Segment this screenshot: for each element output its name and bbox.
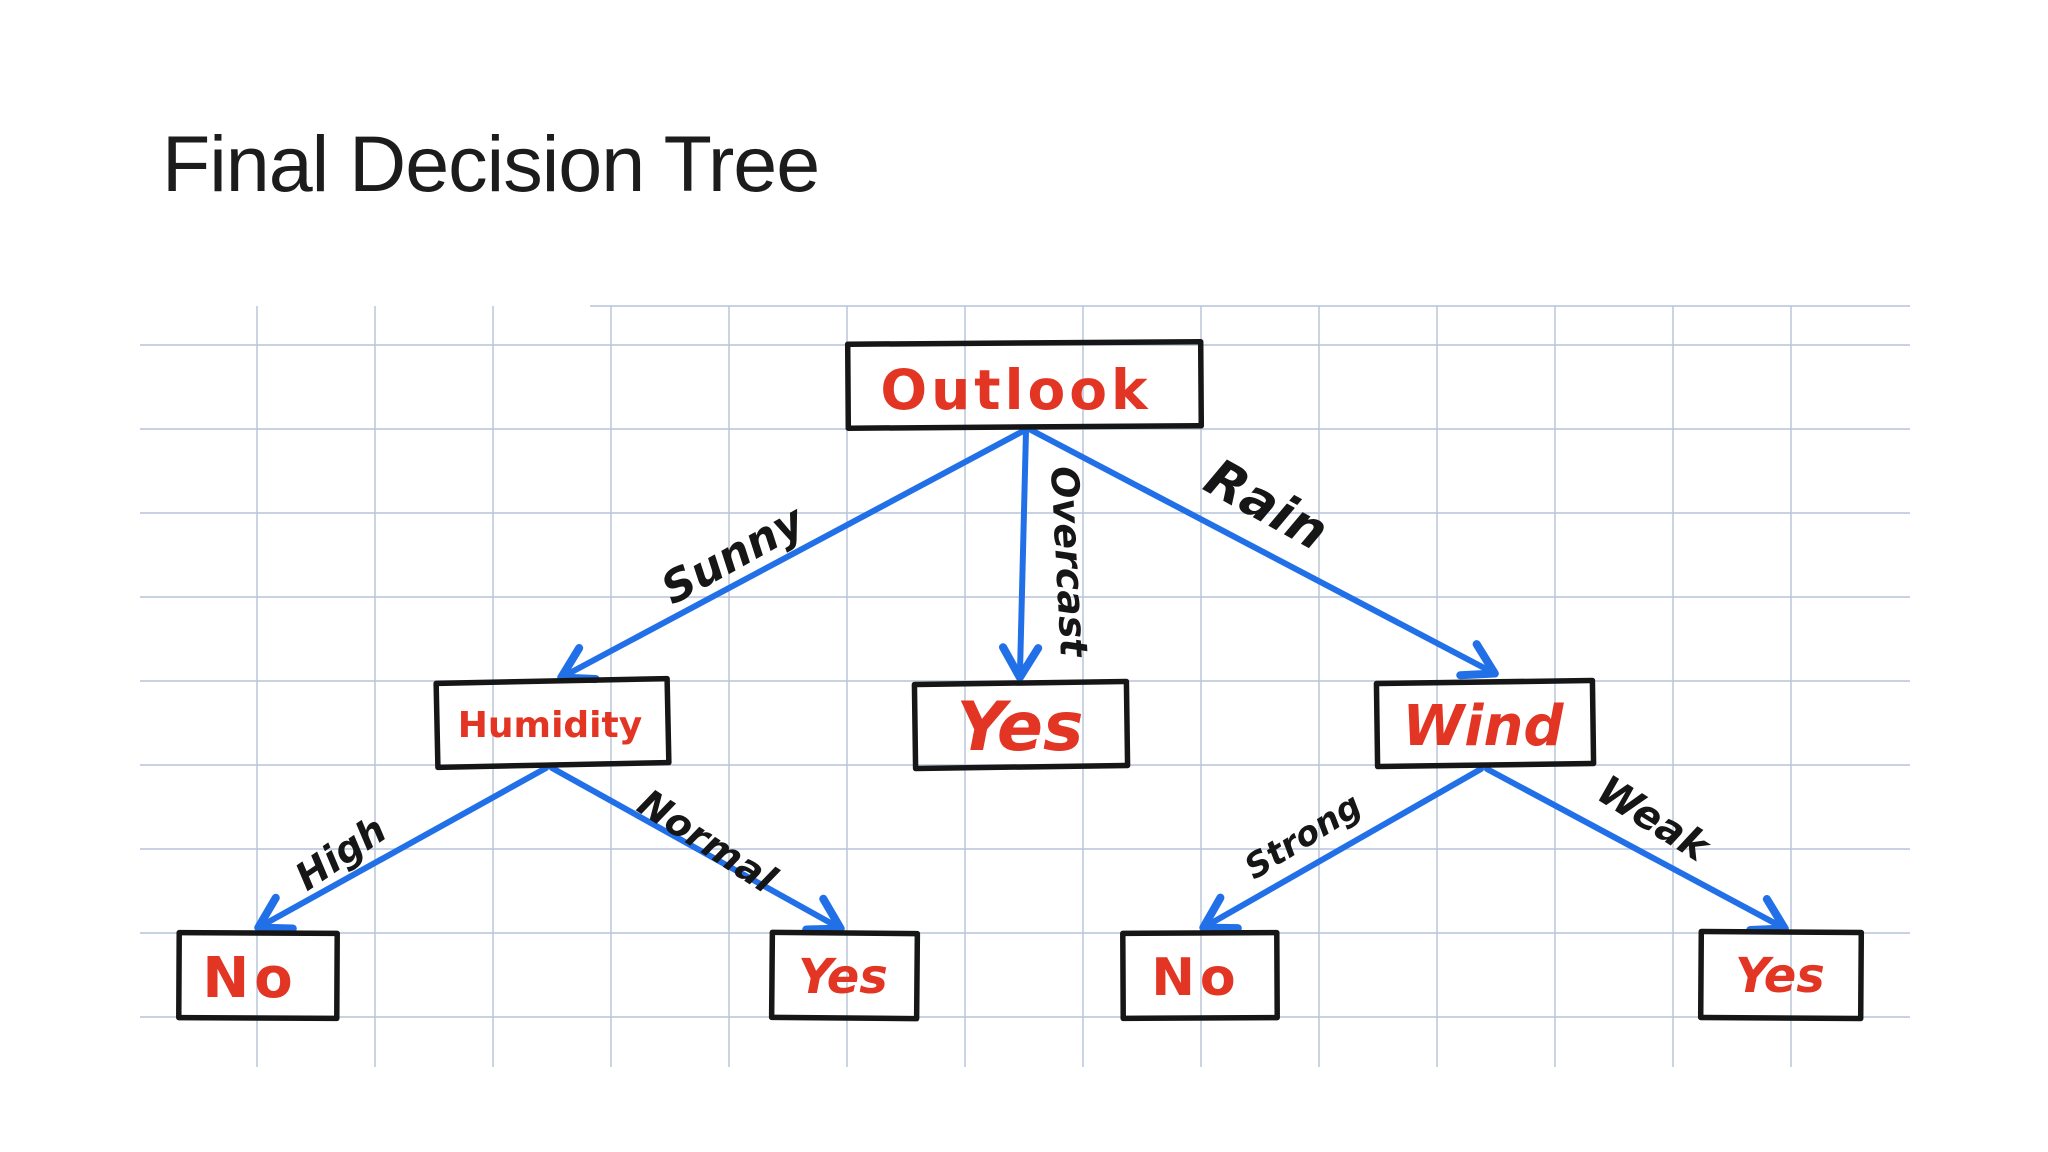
node-box-yes-normal [768, 929, 921, 1022]
node-label-no-high: No [202, 946, 297, 1011]
node-boxes [176, 339, 1865, 1022]
edge-labels: Sunny Overcast Rain High Normal Strong W… [287, 447, 1719, 902]
node-label-yes-normal: Yes [798, 949, 888, 1005]
edge-label-rain: Rain [1195, 447, 1338, 562]
node-label-yes-weak: Yes [1735, 948, 1825, 1004]
edge-label-normal: Normal [630, 780, 785, 902]
node-box-no-high [176, 929, 340, 1022]
node-label-wind: Wind [1403, 694, 1565, 759]
edge-line-normal [549, 765, 845, 934]
edge-label-high: High [287, 807, 394, 899]
node-labels: Outlook Humidity Yes Wind No Yes No Yes [202, 358, 1825, 1011]
node-box-outlook [844, 339, 1205, 431]
edge-line-rain [1028, 427, 1499, 680]
node-label-humidity: Humidity [458, 705, 642, 746]
edge-line-high [254, 765, 549, 933]
edges [254, 426, 1789, 935]
node-label-no-strong: No [1151, 948, 1240, 1008]
node-box-yes-weak [1697, 928, 1865, 1022]
edge-label-overcast: Overcast [1042, 465, 1096, 659]
node-box-yes-overcast [911, 678, 1131, 772]
edge-line-overcast [999, 428, 1043, 682]
slide-title: Final Decision Tree [162, 119, 820, 208]
edge-line-sunny [557, 426, 1030, 684]
node-box-humidity [433, 675, 672, 771]
node-label-outlook: Outlook [880, 358, 1151, 422]
node-box-no-strong [1120, 929, 1280, 1022]
node-box-wind [1373, 677, 1597, 770]
node-label-yes-overcast: Yes [956, 688, 1083, 767]
edge-line-weak [1484, 766, 1789, 935]
edge-line-strong [1199, 766, 1484, 933]
